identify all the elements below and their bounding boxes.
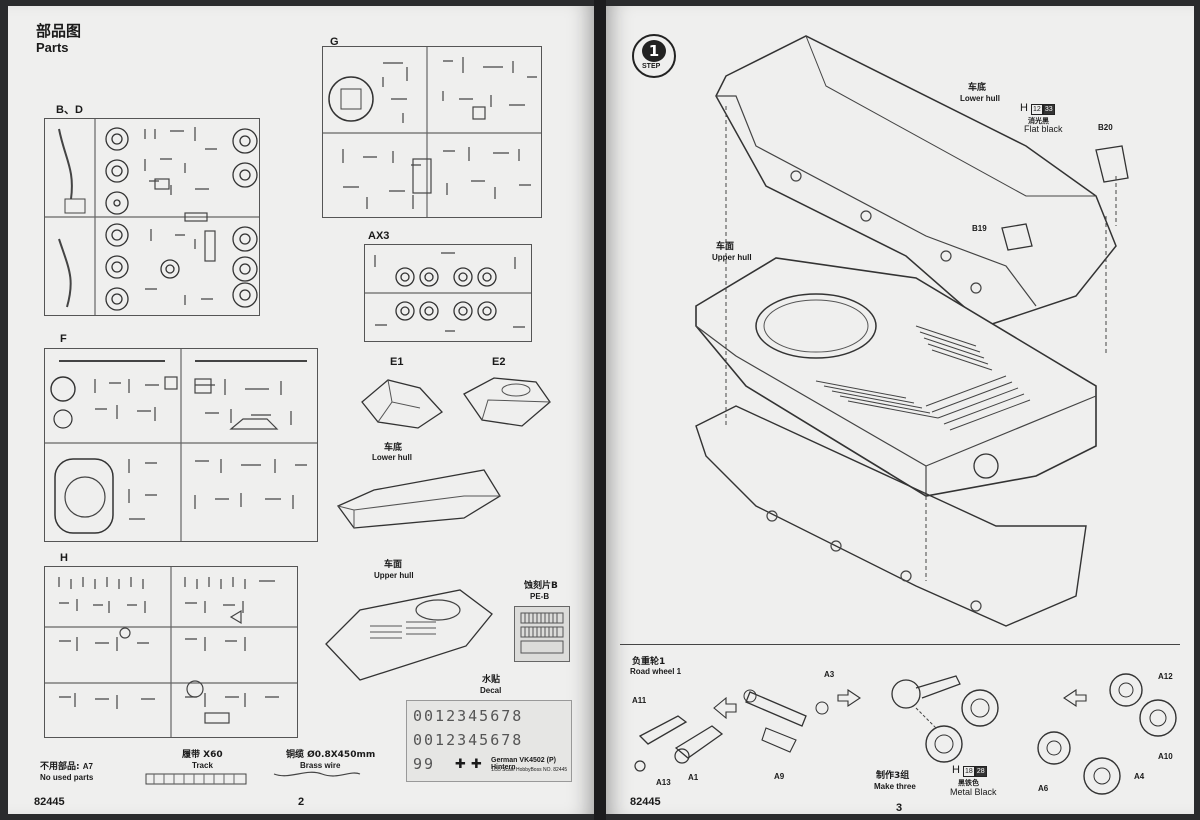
sprue-bd bbox=[44, 118, 260, 316]
decal-title: German VK4502 (P) Hintern bbox=[491, 757, 556, 771]
decal-sheet: 0012345678 0012345678 99 ✚ ✚ German VK45… bbox=[406, 700, 572, 782]
pe-fret-grilles bbox=[520, 612, 564, 654]
left-upper-hull-en: Upper hull bbox=[374, 571, 414, 580]
part-a4-label: A4 bbox=[1134, 772, 1145, 781]
part-b19-label: B19 bbox=[972, 224, 987, 233]
decal-digits-row-3: 99 bbox=[413, 755, 436, 773]
track-link-drawing bbox=[145, 773, 247, 785]
sprue-label-bd: B、D bbox=[56, 104, 83, 116]
parts-title-en: Parts bbox=[36, 40, 69, 55]
part-a11-label: A11 bbox=[632, 696, 647, 705]
section-divider bbox=[620, 644, 1180, 645]
make-three-en: Make three bbox=[874, 782, 916, 791]
paint-name-cn: 消光黑 bbox=[1028, 118, 1049, 125]
left-model-code: 82445 bbox=[34, 796, 65, 808]
step-badge: 1 STEP bbox=[632, 34, 676, 78]
part-a12-label: A12 bbox=[1158, 672, 1173, 681]
sprue-label-g: G bbox=[330, 36, 339, 48]
left-lower-hull-drawing bbox=[337, 469, 501, 529]
sprue-f bbox=[44, 348, 318, 542]
right-page-number: 3 bbox=[896, 802, 903, 814]
part-label-e2: E2 bbox=[492, 356, 506, 368]
part-a1-label: A1 bbox=[688, 773, 699, 782]
sprue-ax3-parts bbox=[365, 252, 531, 332]
unused-parts-cn: 不用部品: A7 bbox=[40, 762, 93, 772]
paint2-letter: H bbox=[952, 764, 960, 776]
left-lower-hull-en: Lower hull bbox=[372, 453, 412, 462]
sprue-f-parts bbox=[45, 349, 317, 541]
part-a9-label: A9 bbox=[774, 772, 785, 781]
brass-wire-en: Brass wire bbox=[300, 761, 341, 770]
sprue-h-parts bbox=[45, 567, 297, 737]
sprue-label-h: H bbox=[60, 552, 68, 564]
paint-code-2: 33 bbox=[1042, 104, 1055, 115]
sprue-g-parts bbox=[323, 47, 541, 217]
paint2-code-2: 28 bbox=[974, 766, 987, 777]
step-number: 1 bbox=[642, 40, 666, 62]
track-en: Track bbox=[192, 761, 213, 770]
paint-name-en: Flat black bbox=[1024, 124, 1063, 134]
road-wheel-en: Road wheel 1 bbox=[630, 667, 682, 676]
road-wheel-drawing bbox=[634, 673, 1177, 795]
parts-page: 部品图 Parts B、D bbox=[8, 6, 594, 814]
right-upper-hull-en: Upper hull bbox=[712, 253, 752, 262]
unused-parts-en: No used parts bbox=[40, 773, 94, 782]
right-lower-hull-en: Lower hull bbox=[960, 94, 1000, 103]
paint-letter: H bbox=[1020, 102, 1028, 114]
track-cn: 履带 X60 bbox=[182, 750, 223, 760]
part-e1-drawing bbox=[361, 379, 443, 429]
pe-cn: 蚀刻片B bbox=[524, 581, 558, 591]
hull-assembly-drawing bbox=[695, 35, 1129, 627]
sprue-label-f: F bbox=[60, 333, 67, 345]
parts-title-cn: 部品图 bbox=[36, 22, 82, 40]
road-wheel-cn: 负重轮1 bbox=[632, 657, 666, 667]
left-lower-hull-cn: 车底 bbox=[384, 443, 403, 453]
part-a6-label: A6 bbox=[1038, 784, 1049, 793]
sprue-h bbox=[44, 566, 298, 738]
paint2-name-cn: 黑铁色 bbox=[958, 780, 979, 787]
left-upper-hull-cn: 车面 bbox=[384, 560, 403, 570]
pe-en: PE-B bbox=[530, 592, 550, 601]
decal-cn: 水贴 bbox=[482, 675, 501, 685]
left-upper-hull-drawing bbox=[325, 589, 493, 681]
sprue-label-ax3: AX3 bbox=[368, 230, 390, 242]
part-a13-label: A13 bbox=[656, 778, 671, 787]
right-lower-hull-cn: 车底 bbox=[968, 83, 987, 93]
balkenkreuz-icon: ✚ bbox=[455, 757, 466, 772]
pe-fret bbox=[514, 606, 570, 662]
part-a3-label: A3 bbox=[824, 670, 835, 679]
paint2-code-1: 18 bbox=[963, 766, 975, 777]
right-upper-hull-cn: 车面 bbox=[716, 242, 735, 252]
brass-wire-cn: 铜缆 Ø0.8X450mm bbox=[286, 750, 376, 760]
decal-digits-row-1: 0012345678 bbox=[413, 707, 524, 725]
part-b20-label: B20 bbox=[1098, 123, 1113, 132]
brass-wire-drawing bbox=[273, 771, 361, 777]
step-page: 1 STEP bbox=[606, 6, 1194, 814]
paint-code-1: 12 bbox=[1031, 104, 1043, 115]
right-model-code: 82445 bbox=[630, 796, 661, 808]
step-label: STEP bbox=[642, 63, 661, 70]
part-e2-drawing bbox=[463, 377, 551, 427]
decal-subtitle: 1/35 Scale HobbyBoss NO. 82445 bbox=[491, 767, 568, 773]
decal-digits-row-2: 0012345678 bbox=[413, 731, 524, 749]
book-gutter bbox=[594, 0, 606, 820]
left-page-number: 2 bbox=[298, 796, 305, 808]
balkenkreuz-icon: ✚ bbox=[471, 757, 482, 772]
part-a10-label: A10 bbox=[1158, 752, 1173, 761]
part-label-e1: E1 bbox=[390, 356, 404, 368]
sprue-bd-parts bbox=[45, 119, 259, 315]
sprue-ax3 bbox=[364, 244, 532, 342]
paint2-name-en: Metal Black bbox=[950, 787, 997, 797]
decal-en: Decal bbox=[480, 686, 502, 695]
sprue-g bbox=[322, 46, 542, 218]
make-three-cn: 制作3组 bbox=[876, 771, 910, 781]
